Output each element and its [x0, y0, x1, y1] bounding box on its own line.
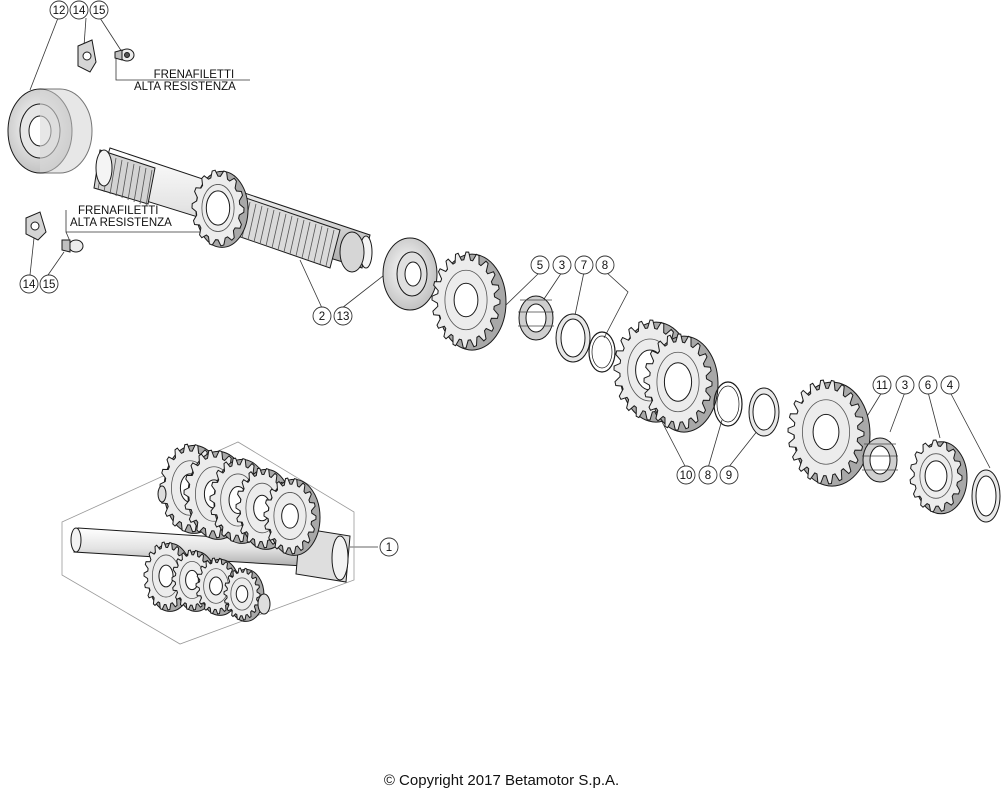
callout-3: 3: [552, 255, 572, 275]
gear-5: [431, 251, 507, 351]
circlip-8: [588, 331, 616, 373]
callout-label: 9: [726, 470, 732, 482]
screw-15-top: [114, 48, 135, 62]
circlip-8b: [713, 381, 743, 427]
callout-label: 1: [386, 542, 392, 554]
gear-11: [787, 379, 871, 487]
callout-label: 2: [319, 311, 325, 323]
callout-14: 14: [19, 274, 39, 294]
callout-8: 8: [698, 465, 718, 485]
needle-bearing-3b: [862, 437, 898, 483]
callout-5: 5: [530, 255, 550, 275]
callout-15: 15: [39, 274, 59, 294]
callout-label: 12: [53, 5, 66, 17]
note-top-line1: FRENAFILETTI: [153, 69, 235, 81]
callout-label: 14: [23, 279, 36, 291]
washer-7: [555, 313, 591, 363]
callouts: 12 14 15 14 15 2 13 5 3 7 8 10 8 9 11 3 6 4 1: [19, 0, 960, 557]
callout-label: 5: [537, 260, 543, 272]
callout-11: 11: [872, 375, 892, 395]
callout-7: 7: [574, 255, 594, 275]
callout-6: 6: [918, 375, 938, 395]
callout-label: 7: [581, 260, 587, 272]
callout-15: 15: [89, 0, 109, 20]
callout-14: 14: [69, 0, 89, 20]
callout-1: 1: [379, 537, 399, 557]
callout-3: 3: [895, 375, 915, 395]
washer-4: [971, 469, 1001, 523]
gear-10b: [643, 333, 719, 433]
copyright: © Copyright 2017 Betamotor S.p.A.: [383, 772, 620, 789]
integral-gear-shaft: [191, 169, 365, 273]
bearing-13: [382, 237, 438, 311]
gears: [431, 251, 968, 515]
callout-label: 15: [93, 5, 106, 17]
callout-13: 13: [333, 306, 353, 326]
callout-8: 8: [595, 255, 615, 275]
callout-label: 8: [602, 260, 608, 272]
note-mid-line2: ALTA RESISTENZA: [70, 217, 172, 229]
callout-label: 13: [337, 311, 350, 323]
callout-label: 11: [876, 380, 888, 392]
inset-gear-5: [263, 477, 321, 556]
note-mid: FRENAFILETTI ALTA RESISTENZA: [70, 205, 172, 229]
gear-6: [909, 439, 968, 515]
screw-15-mid: [61, 239, 84, 253]
leader-lines: [29, 17, 991, 548]
callout-label: 15: [43, 279, 56, 291]
callout-4: 4: [940, 375, 960, 395]
callout-9: 9: [719, 465, 739, 485]
callout-10: 10: [676, 465, 696, 485]
inset-gear-9: [223, 567, 265, 622]
lock-plate-14-top: [77, 39, 97, 73]
needle-bearing-3: [518, 295, 554, 341]
note-mid-line1: FRENAFILETTI: [78, 205, 159, 217]
callout-label: 4: [947, 380, 954, 392]
bearing-12: [7, 88, 93, 174]
callout-2: 2: [312, 306, 332, 326]
callout-12: 12: [49, 0, 69, 20]
callout-label: 6: [925, 380, 931, 392]
callout-label: 3: [902, 380, 908, 392]
lock-plate-14-mid: [25, 211, 47, 241]
note-top-line2: ALTA RESISTENZA: [134, 81, 236, 93]
assembly-inset: [61, 441, 355, 645]
main-shaft-2: [93, 147, 373, 269]
note-top: FRENAFILETTI ALTA RESISTENZA: [134, 69, 236, 93]
shaft-gear: [191, 169, 249, 248]
callout-label: 14: [73, 5, 86, 17]
callout-label: 3: [559, 260, 565, 272]
callout-label: 8: [705, 470, 711, 482]
callout-label: 10: [680, 470, 693, 482]
washer-9: [748, 387, 780, 437]
